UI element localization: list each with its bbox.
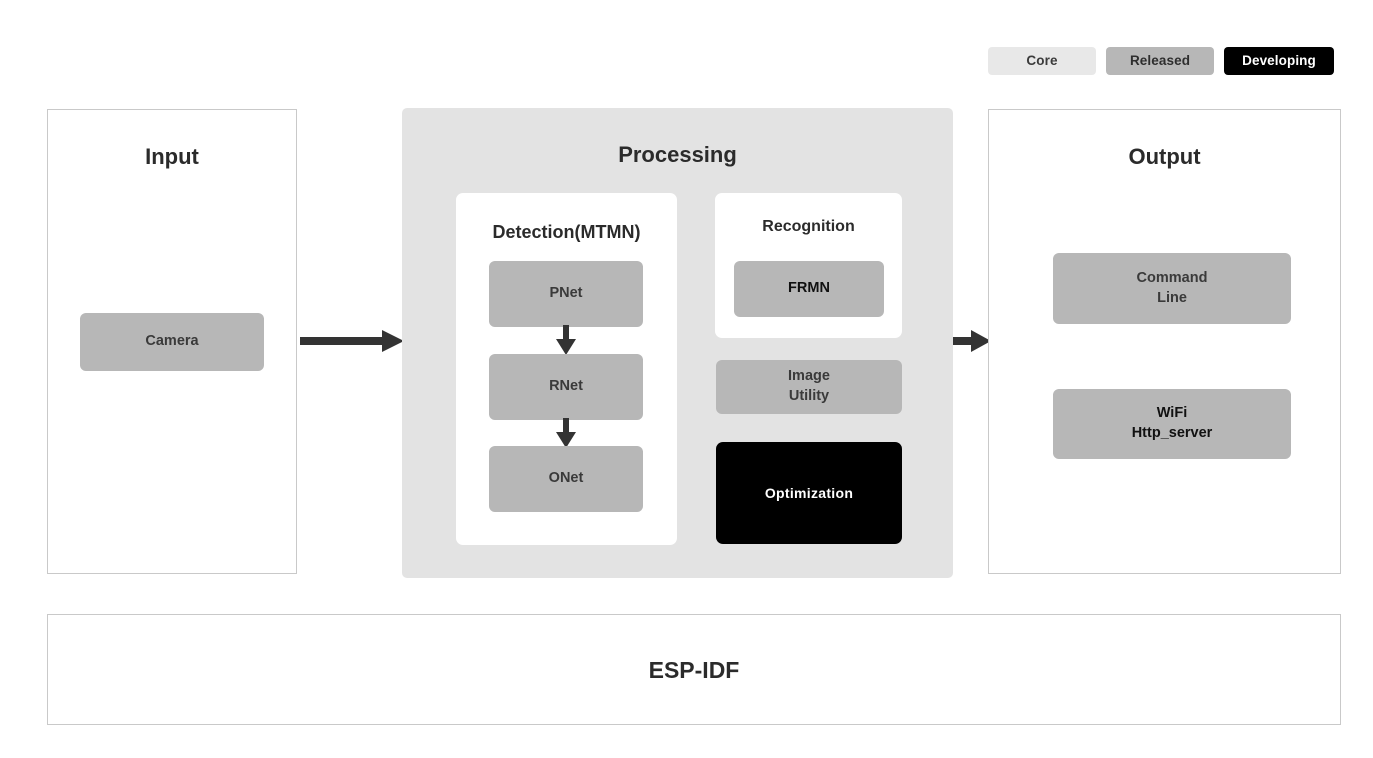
legend-item-core: Core [988,47,1096,75]
arrow-processing-to-output-icon [953,329,991,353]
input-panel-title: Input [145,144,199,169]
legend-item-core-label: Core [1026,53,1058,69]
arrow-pnet-to-rnet-icon [552,325,580,355]
legend: Core Released Developing [988,47,1334,75]
legend-item-released: Released [1106,47,1214,75]
node-command-line: Command Line [1053,253,1291,324]
node-onet: ONet [489,446,643,512]
legend-item-developing: Developing [1224,47,1334,75]
node-camera: Camera [80,313,264,371]
detection-card-title: Detection(MTMN) [492,222,641,242]
legend-item-released-label: Released [1129,53,1191,69]
processing-panel-title: Processing [618,142,737,167]
legend-item-developing-label: Developing [1242,53,1316,69]
node-frmn: FRMN [734,261,884,317]
node-pnet: PNet [489,261,643,327]
output-panel: Output [988,109,1341,574]
arrow-rnet-to-onet-icon [552,418,580,448]
node-rnet: RNet [489,354,643,420]
node-optimization: Optimization [716,442,902,544]
espidf-panel-title: ESP-IDF [648,657,740,683]
espidf-panel: ESP-IDF [47,614,1341,725]
recognition-card-title: Recognition [762,218,855,235]
node-wifi-http-server: WiFi Http_server [1053,389,1291,459]
node-image-utility: Image Utility [716,360,902,414]
output-panel-title: Output [1128,144,1201,169]
arrow-input-to-processing-icon [300,328,404,354]
